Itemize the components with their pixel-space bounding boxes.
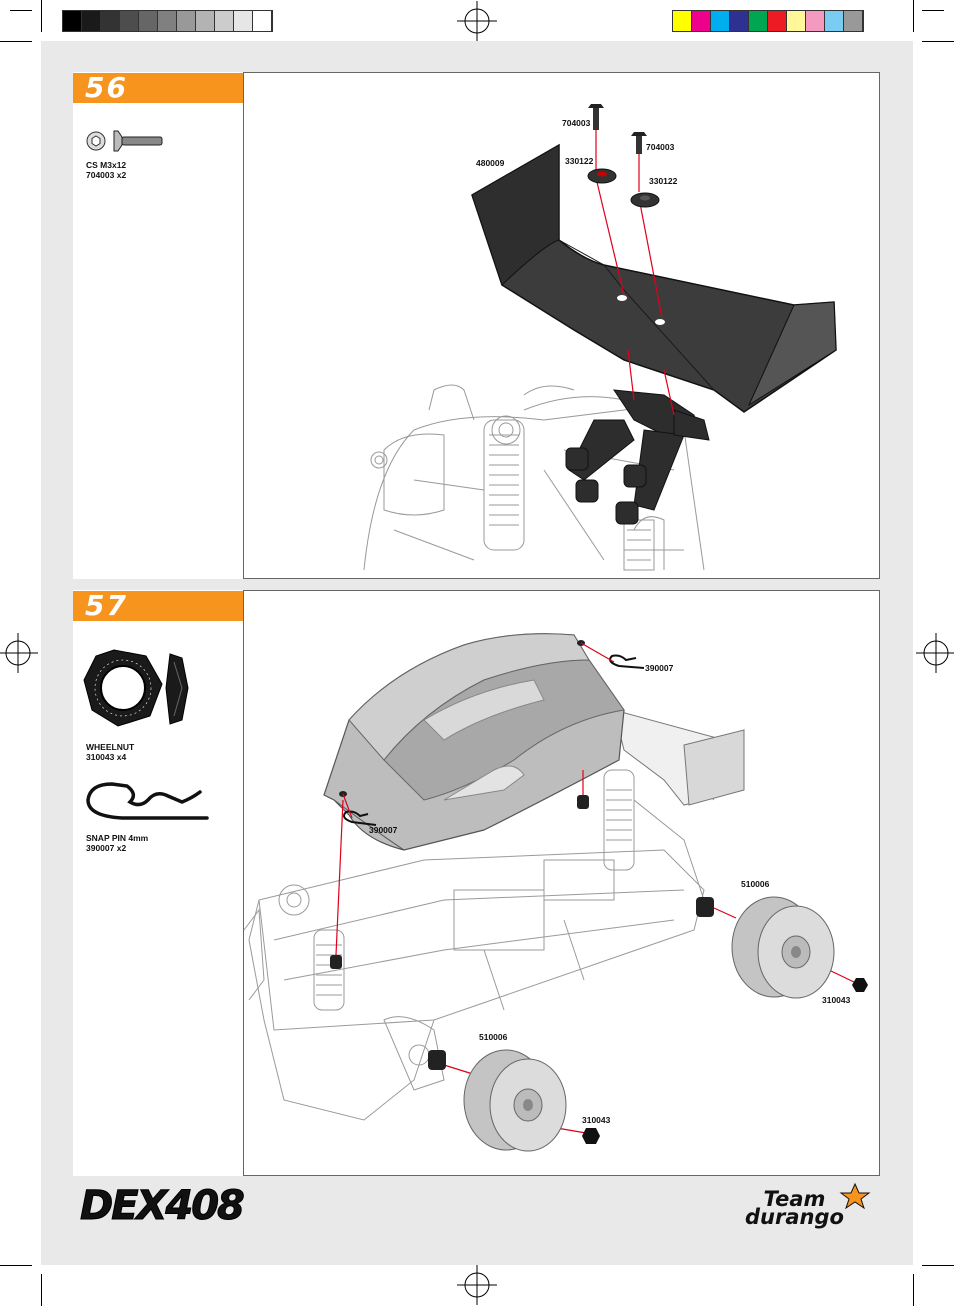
callout-label: 704003 <box>646 142 675 152</box>
color-swatch <box>730 11 749 31</box>
color-swatch <box>234 11 253 31</box>
color-swatch <box>692 11 711 31</box>
color-swatch <box>196 11 215 31</box>
registration-mark-icon <box>916 633 954 673</box>
color-swatch <box>63 11 82 31</box>
crop-mark <box>922 41 954 42</box>
dex408-logo: DEX408 <box>80 1183 246 1230</box>
rear-wing-assembly-diagram <box>363 104 837 571</box>
color-swatch <box>787 11 806 31</box>
crop-mark <box>0 1265 32 1266</box>
callout-label: 390007 <box>369 825 398 835</box>
team-durango-logo: Team durango <box>745 1187 844 1229</box>
color-swatch <box>844 11 863 31</box>
registration-mark-icon <box>457 1265 497 1305</box>
callout-label: 330122 <box>565 156 594 166</box>
color-swatch <box>673 11 692 31</box>
crop-mark <box>41 1274 42 1306</box>
crop-mark <box>913 0 914 32</box>
color-swatch <box>825 11 844 31</box>
color-swatch <box>806 11 825 31</box>
callout-label: 704003 <box>562 118 591 128</box>
color-swatch <box>215 11 234 31</box>
color-swatch <box>120 11 139 31</box>
color-swatch <box>768 11 787 31</box>
part-qty: 390007 x2 <box>86 843 127 853</box>
crop-mark <box>0 41 32 42</box>
callout-label: 310043 <box>582 1115 611 1125</box>
step-57-header: 57 <box>73 589 243 622</box>
color-swatch <box>101 11 120 31</box>
callout-label: 480009 <box>476 158 505 168</box>
crop-mark <box>41 0 42 32</box>
crop-mark <box>922 1265 954 1266</box>
callout-label: 310043 <box>822 995 851 1005</box>
step-56-header: 56 <box>73 71 243 104</box>
callout-label: 510006 <box>741 879 770 889</box>
star-icon <box>839 1182 871 1210</box>
crop-mark <box>913 1274 914 1306</box>
part-name: CS M3x12 <box>86 160 127 170</box>
color-swatch <box>177 11 196 31</box>
wheel-icon <box>463 1049 567 1152</box>
wheel-nut-icon <box>83 649 189 727</box>
countersunk-screw-icon <box>86 130 163 152</box>
color-calibration-bar <box>672 10 864 32</box>
color-swatch <box>711 11 730 31</box>
part-qty: 310043 x4 <box>86 752 127 762</box>
snap-pin-icon <box>86 782 209 820</box>
color-swatch <box>253 11 272 31</box>
step-number: 56 <box>85 71 128 104</box>
callout-label: 390007 <box>645 663 674 673</box>
registration-mark-icon <box>457 1 497 41</box>
step-56-parts-column <box>73 72 243 579</box>
crop-mark <box>922 10 944 11</box>
color-swatch <box>749 11 768 31</box>
color-swatch <box>139 11 158 31</box>
wheel-icon <box>731 896 835 999</box>
part-name: SNAP PIN 4mm <box>86 833 149 843</box>
part-name: WHEELNUT <box>86 742 135 752</box>
gray-calibration-bar <box>62 10 273 32</box>
step-number: 57 <box>85 589 128 622</box>
callout-label: 510006 <box>479 1032 508 1042</box>
callout-label: 330122 <box>649 176 678 186</box>
color-swatch <box>158 11 177 31</box>
registration-mark-icon <box>0 633 38 673</box>
logo-line: durango <box>745 1205 844 1229</box>
crop-mark <box>10 10 32 11</box>
part-qty: 704003 x2 <box>86 170 127 180</box>
body-and-wheels-diagram <box>243 633 868 1152</box>
logo-line: Team <box>763 1187 826 1211</box>
color-swatch <box>82 11 101 31</box>
